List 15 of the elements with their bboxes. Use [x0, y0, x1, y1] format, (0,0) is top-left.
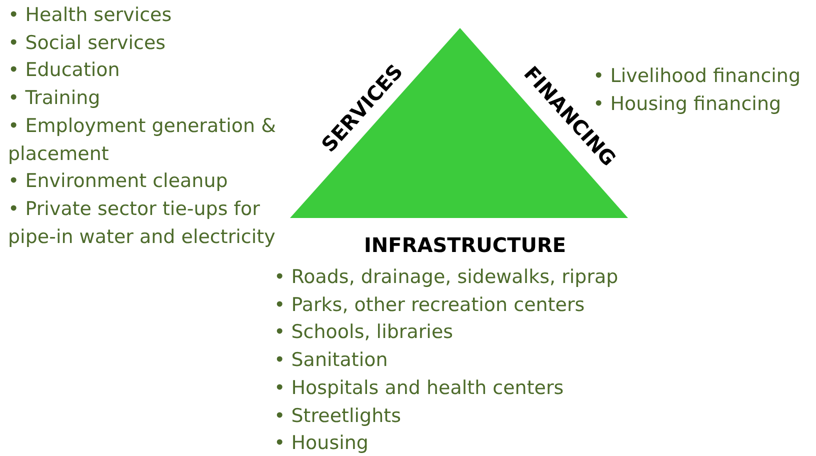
list-item: • Training — [8, 86, 102, 112]
list-item: • Private sector tie-ups for pipe-in water and electricity — [8, 196, 276, 250]
list-item: • Employment generation & placement — [8, 114, 276, 167]
list-item: • Sanitation — [274, 348, 389, 374]
list-item: • Social services — [8, 30, 167, 56]
list-item: • Hospitals and health centers — [274, 376, 565, 401]
list-item: • Schools, libraries — [274, 320, 454, 346]
list-item: • Parks, other recreation centers — [274, 292, 586, 318]
list-item: • Environment cleanup — [8, 169, 229, 194]
list-item: • Education — [8, 58, 121, 84]
list-item: • Health services — [8, 3, 173, 28]
list-item: • Housing — [274, 431, 370, 456]
side-label: INFRASTRUCTURE — [364, 235, 566, 255]
list-item: • Streetlights — [274, 404, 402, 429]
list-item: • Roads, drainage, sidewalks, riprap — [274, 265, 620, 290]
